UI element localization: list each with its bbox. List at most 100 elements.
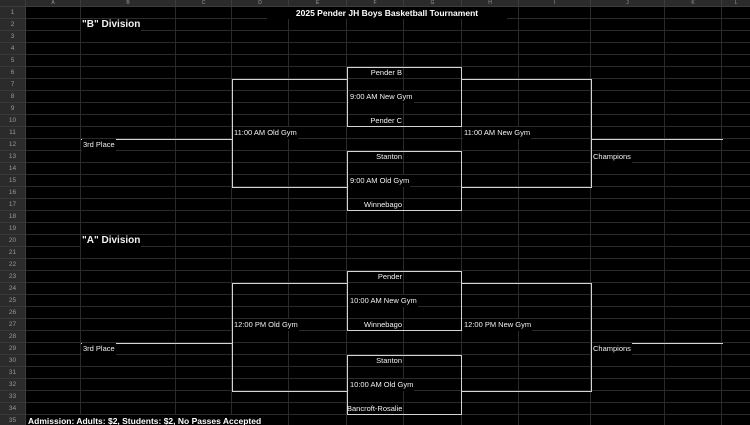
row-header[interactable]: 1 — [0, 7, 25, 19]
gridline — [231, 7, 232, 425]
cell-a-semifinal2-time[interactable]: 10:00 AM Old Gym — [349, 379, 415, 391]
cell-team-stanton-a[interactable]: Stanton — [376, 356, 402, 365]
row-header[interactable]: 10 — [0, 115, 25, 127]
gridline — [346, 7, 347, 425]
row-header[interactable]: 24 — [0, 283, 25, 295]
column-header[interactable]: L — [734, 0, 738, 6]
select-all-corner[interactable] — [0, 0, 26, 7]
column-header[interactable]: K — [665, 0, 722, 7]
gridline — [721, 7, 722, 425]
b-division-third-place-line — [81, 139, 232, 140]
row-header[interactable]: 26 — [0, 307, 25, 319]
row-header[interactable]: 19 — [0, 223, 25, 235]
row-header[interactable]: 2 — [0, 19, 25, 31]
cell-team-pender-c[interactable]: Pender C — [370, 116, 402, 125]
row-header[interactable]: 6 — [0, 67, 25, 79]
gridline — [80, 7, 81, 425]
cell-team-pender[interactable]: Pender — [377, 272, 402, 281]
row-header[interactable]: 33 — [0, 391, 25, 403]
a-division-consolation-line-bottom — [232, 391, 347, 392]
b-division-final-line-top — [462, 79, 591, 80]
column-header[interactable]: A — [26, 0, 81, 7]
gridline — [590, 7, 591, 425]
b-division-heading-cell[interactable]: "B" Division — [81, 19, 142, 31]
row-header[interactable]: 14 — [0, 163, 25, 175]
row-header[interactable]: 34 — [0, 403, 25, 415]
row-header[interactable]: 18 — [0, 211, 25, 223]
b-division-consolation-line-vertical — [232, 79, 233, 188]
cell-team-winnebago-a[interactable]: Winnebago — [364, 320, 402, 329]
cell-a-champions-label[interactable]: Champions — [592, 343, 632, 355]
b-division-consolation-line-top — [232, 79, 347, 80]
cell-a-third-place-time[interactable]: 12:00 PM Old Gym — [233, 319, 299, 331]
row-header[interactable]: 12 — [0, 139, 25, 151]
gridline — [518, 7, 519, 425]
column-header[interactable]: C — [176, 0, 232, 7]
row-header[interactable]: 25 — [0, 295, 25, 307]
row-header[interactable]: 15 — [0, 175, 25, 187]
row-header[interactable]: 35 — [0, 415, 25, 425]
row-header[interactable]: 20 — [0, 235, 25, 247]
cell-a-third-place-label[interactable]: 3rd Place — [82, 343, 116, 355]
a-division-consolation-line-top — [232, 283, 347, 284]
row-header[interactable]: 3 — [0, 31, 25, 43]
gridline — [288, 7, 289, 425]
b-division-final-line-vertical — [591, 79, 592, 188]
cell-team-pender-b[interactable]: Pender B — [370, 68, 402, 77]
row-header[interactable]: 23 — [0, 271, 25, 283]
row-header[interactable]: 29 — [0, 343, 25, 355]
b-division-consolation-line-bottom — [232, 187, 347, 188]
row-header[interactable]: 4 — [0, 43, 25, 55]
a-division-consolation-line-vertical — [232, 283, 233, 392]
cell-a-final-time[interactable]: 12:00 PM New Gym — [463, 319, 533, 331]
column-header[interactable]: F — [347, 0, 404, 7]
cell-b-final-time[interactable]: 11:00 AM New Gym — [463, 127, 532, 139]
row-header[interactable]: 28 — [0, 331, 25, 343]
a-division-third-place-line — [81, 343, 232, 344]
column-header[interactable]: J — [591, 0, 665, 7]
cell-b-third-place-time[interactable]: 11:00 AM Old Gym — [233, 127, 298, 139]
cell-b-semifinal1-time[interactable]: 9:00 AM New Gym — [349, 91, 414, 103]
cell-team-bancroft-rosalie[interactable]: Bancroft-Rosalie — [347, 404, 403, 413]
cell-team-winnebago-b[interactable]: Winnebago — [364, 200, 402, 209]
column-header-row: A B C D E F G H I J K L — [0, 0, 750, 7]
column-header[interactable]: G — [404, 0, 462, 7]
sheet-title-cell[interactable]: 2025 Pender JH Boys Basketball Tournamen… — [267, 7, 507, 19]
cell-a-semifinal1-time[interactable]: 10:00 AM New Gym — [349, 295, 418, 307]
row-header[interactable]: 13 — [0, 151, 25, 163]
cell-b-semifinal2-time[interactable]: 9:00 AM Old Gym — [349, 175, 411, 187]
column-header[interactable]: E — [289, 0, 347, 7]
cell-b-third-place-label[interactable]: 3rd Place — [82, 139, 116, 151]
row-header[interactable]: 8 — [0, 91, 25, 103]
row-header[interactable]: 16 — [0, 187, 25, 199]
cell-b-champions-label[interactable]: Champions — [592, 151, 632, 163]
gridline — [664, 7, 665, 425]
column-header[interactable]: D — [232, 0, 289, 7]
row-header[interactable]: 11 — [0, 127, 25, 139]
row-header[interactable]: 21 — [0, 247, 25, 259]
a-division-final-line-top — [462, 283, 591, 284]
row-header[interactable]: 32 — [0, 379, 25, 391]
b-division-semifinal2-box — [347, 151, 462, 211]
row-header[interactable]: 7 — [0, 79, 25, 91]
gridline — [403, 7, 404, 425]
row-header[interactable]: 17 — [0, 199, 25, 211]
column-header[interactable]: H — [462, 0, 519, 7]
a-division-final-line-bottom — [462, 391, 591, 392]
a-division-semifinal2-box — [347, 355, 462, 415]
row-header[interactable]: 31 — [0, 367, 25, 379]
row-header[interactable]: 9 — [0, 103, 25, 115]
column-header[interactable]: I — [519, 0, 591, 7]
column-header[interactable]: B — [81, 0, 176, 7]
b-division-semifinal1-box — [347, 67, 462, 127]
admission-note-cell[interactable]: Admission: Adults: $2, Students: $2, No … — [27, 415, 263, 425]
cell-team-stanton-b[interactable]: Stanton — [376, 152, 402, 161]
row-header[interactable]: 22 — [0, 259, 25, 271]
row-header[interactable]: 27 — [0, 319, 25, 331]
row-header[interactable]: 30 — [0, 355, 25, 367]
row-header[interactable]: 5 — [0, 55, 25, 67]
a-division-heading-cell[interactable]: "A" Division — [81, 235, 142, 247]
b-division-champions-line — [591, 139, 723, 140]
b-division-final-line-bottom — [462, 187, 591, 188]
